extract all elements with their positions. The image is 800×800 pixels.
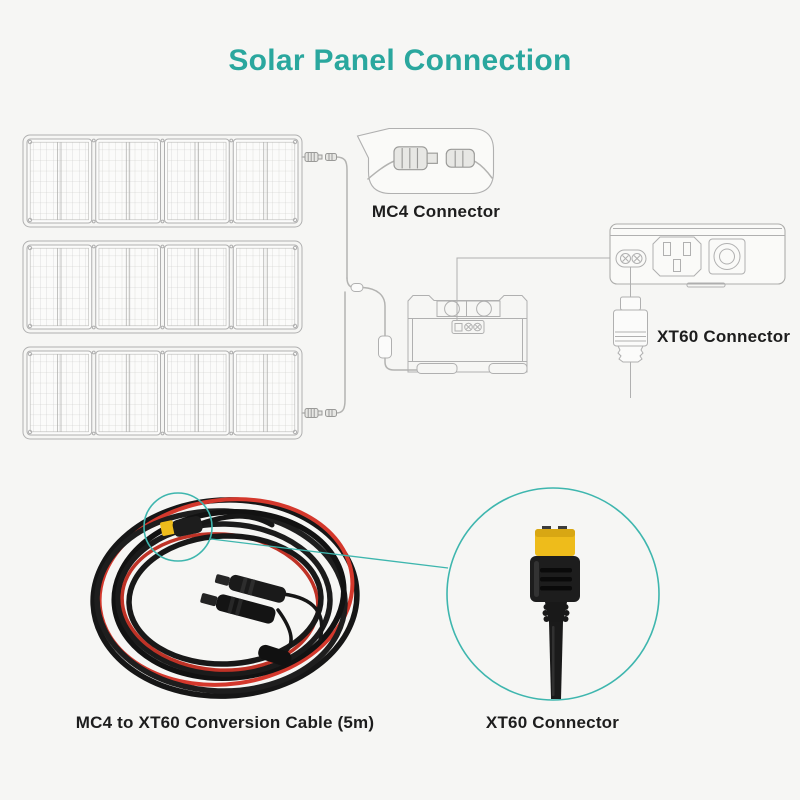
pv-cable-run [301, 152, 425, 418]
conversion-cable-photo [90, 497, 360, 699]
solar-panel-array [23, 135, 302, 439]
rear-panel-inset [609, 223, 786, 288]
ferrite-bead [378, 335, 392, 359]
xt60-connector-photo [530, 526, 580, 699]
ac-inlet-icon [652, 236, 702, 277]
mc4-pair-top-icon [304, 152, 337, 162]
input-port-panel [451, 320, 485, 334]
station-foot [416, 363, 458, 374]
page-title: Solar Panel Connection [228, 44, 572, 77]
mc4-connector-label: MC4 Connector [371, 202, 501, 221]
xt60-closeup-circle [446, 487, 660, 701]
xt60-input-port-icon [615, 249, 647, 268]
xt60-plug-drawing [613, 267, 648, 398]
mc4-connectors-photo [200, 574, 287, 624]
annotation-leader-line [210, 538, 449, 569]
round-port-icon [708, 238, 746, 275]
cable-joint-photo [258, 644, 292, 667]
mc4-callout-bubble [356, 127, 495, 195]
xt60-connector-label-bottom: XT60 Connector [485, 713, 620, 732]
power-station-back [407, 295, 528, 374]
leader-line-rear-panel [456, 257, 610, 320]
cable-branch-joint [350, 283, 364, 292]
station-foot [488, 363, 528, 374]
mc4-pair-bottom-icon [304, 408, 337, 418]
xt60-annotation-circle-small [143, 492, 213, 562]
xt60-connector-label-top: XT60 Connector [657, 327, 791, 346]
xt60-end-photo [160, 513, 275, 537]
conversion-cable-label: MC4 to XT60 Conversion Cable (5m) [75, 713, 375, 732]
vent-grille [436, 300, 501, 317]
